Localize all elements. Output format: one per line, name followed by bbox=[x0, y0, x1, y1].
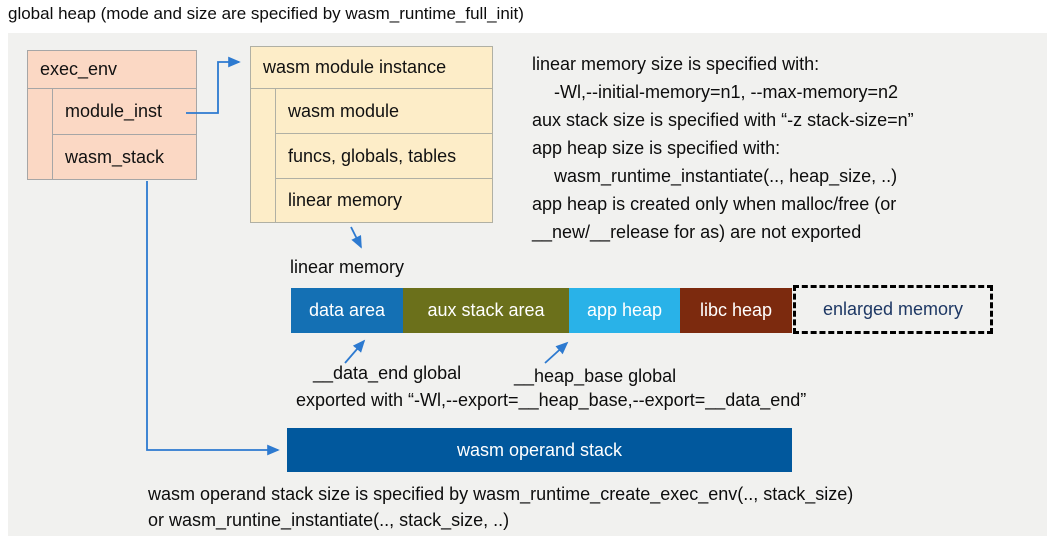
note-line: aux stack size is specified with “-z sta… bbox=[532, 110, 914, 130]
segment-app-heap: app heap bbox=[569, 288, 680, 333]
module-instance-indent-strip bbox=[251, 89, 276, 223]
segment-libc-heap: libc heap bbox=[680, 288, 792, 333]
note-line: -Wl,--initial-memory=n1, --max-memory=n2 bbox=[554, 82, 899, 102]
module-instance-box: wasm module instance wasm module funcs, … bbox=[250, 46, 493, 223]
note-line: __new/__release for as) are not exported bbox=[532, 222, 862, 242]
footer-line: wasm operand stack size is specified by … bbox=[148, 484, 854, 504]
exec-env-field-module-inst: module_inst bbox=[53, 89, 196, 135]
note-line: linear memory size is specified with: bbox=[532, 54, 820, 74]
exec-env-field-wasm-stack: wasm_stack bbox=[65, 147, 165, 167]
page-title: global heap (mode and size are specified… bbox=[8, 4, 524, 23]
data-end-global-label: __data_end global bbox=[313, 363, 462, 383]
linear-memory-label: linear memory bbox=[290, 257, 405, 277]
segment-data-area: data area bbox=[291, 288, 403, 333]
module-instance-field-wasm-module: wasm module bbox=[276, 89, 492, 134]
exec-env-indent-strip bbox=[28, 89, 53, 180]
footer-line: or wasm_runtine_instantiate(.., stack_si… bbox=[148, 510, 510, 530]
module-instance-field-funcs-globals-tables: funcs, globals, tables bbox=[276, 134, 492, 179]
exec-env-box: exec_env module_inst wasm_stack bbox=[27, 50, 197, 180]
note-line: app heap size is specified with: bbox=[532, 138, 781, 158]
segment-aux-stack-area: aux stack area bbox=[403, 288, 569, 333]
module-instance-field-linear-memory: linear memory bbox=[288, 190, 403, 210]
wasm-operand-stack-bar: wasm operand stack bbox=[287, 428, 792, 472]
note-line: app heap is created only when malloc/fre… bbox=[532, 194, 897, 214]
note-line: wasm_runtime_instantiate(.., heap_size, … bbox=[554, 166, 898, 186]
exported-with-label: exported with “-Wl,--export=__heap_base,… bbox=[296, 390, 807, 410]
segment-enlarged-memory: enlarged memory bbox=[793, 285, 993, 334]
heap-base-global-label: __heap_base global bbox=[514, 366, 677, 386]
module-instance-title: wasm module instance bbox=[251, 47, 492, 89]
notes-block: linear memory size is specified with: -W… bbox=[532, 50, 914, 246]
footer-notes: wasm operand stack size is specified by … bbox=[148, 481, 853, 533]
exec-env-title: exec_env bbox=[28, 51, 196, 89]
